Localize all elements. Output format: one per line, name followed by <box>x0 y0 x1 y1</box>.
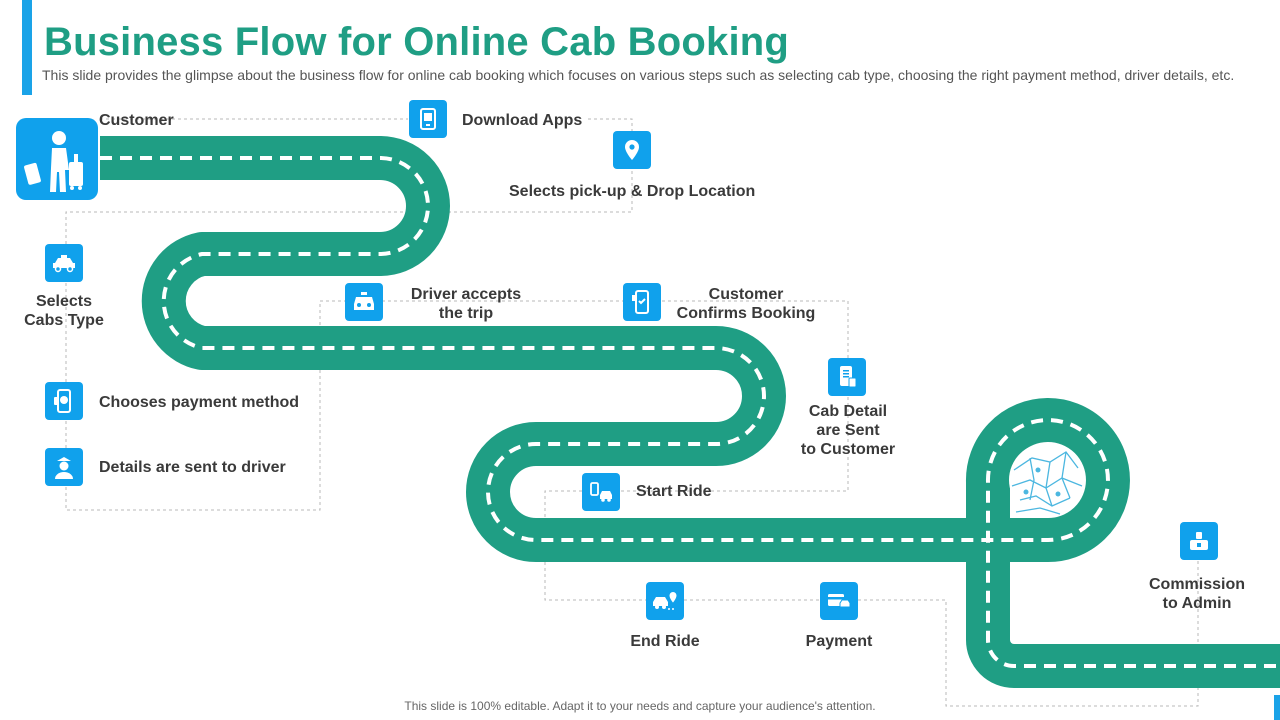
customer-icon <box>16 118 98 200</box>
label-select-location: Selects pick-up & Drop Location <box>509 183 756 200</box>
city-map-icon <box>1009 443 1083 517</box>
phone-confirm-icon <box>623 283 661 321</box>
taxi-front-icon <box>345 283 383 321</box>
label-line: Driver accepts <box>410 286 522 303</box>
label-payment-method: Chooses payment method <box>99 394 300 411</box>
label-commission: Commission to Admin <box>1136 575 1258 613</box>
label-end-ride: End Ride <box>630 633 700 650</box>
label-line: to Admin <box>1162 595 1232 612</box>
label-start-ride: Start Ride <box>636 483 712 500</box>
accent-bar <box>22 0 32 95</box>
page-subtitle: This slide provides the glimpse about th… <box>42 67 1235 83</box>
payment-card-icon <box>820 582 858 620</box>
label-line: Selects <box>35 293 93 310</box>
traveler-luggage-icon <box>24 131 83 192</box>
corner-accent <box>1274 695 1280 720</box>
label-line: to Customer <box>800 441 896 458</box>
receipt-phone-icon <box>828 358 866 396</box>
end-ride-icon <box>646 582 684 620</box>
label-line: Cab Detail <box>808 403 888 420</box>
label-details-driver: Details are sent to driver <box>99 459 286 476</box>
label-confirms-booking: Customer Confirms Booking <box>666 285 826 323</box>
label-selects-cabs: Selects Cabs Type <box>14 292 114 330</box>
label-customer: Customer <box>99 112 174 129</box>
driver-icon <box>45 448 83 486</box>
label-payment: Payment <box>805 633 873 650</box>
start-ride-icon <box>582 473 620 511</box>
road-lane-marking <box>100 156 1280 668</box>
commission-icon <box>1180 522 1218 560</box>
label-download-apps: Download Apps <box>462 112 583 129</box>
map-pin-icon <box>613 131 651 169</box>
taxi-icon <box>45 244 83 282</box>
footer-note: This slide is 100% editable. Adapt it to… <box>404 699 876 713</box>
download-apps-icon <box>409 100 447 138</box>
label-line: the trip <box>438 305 494 322</box>
label-line: Confirms Booking <box>676 305 816 322</box>
road <box>100 136 1280 688</box>
label-line: Customer <box>708 286 784 303</box>
mobile-payment-icon <box>45 382 83 420</box>
label-line: Cabs Type <box>24 312 104 329</box>
page-title: Business Flow for Online Cab Booking <box>44 20 790 64</box>
label-driver-accepts: Driver accepts the trip <box>396 285 536 323</box>
label-cab-detail: Cab Detail are Sent to Customer <box>788 402 908 459</box>
label-line: are Sent <box>816 422 880 439</box>
label-line: Commission <box>1148 576 1245 593</box>
